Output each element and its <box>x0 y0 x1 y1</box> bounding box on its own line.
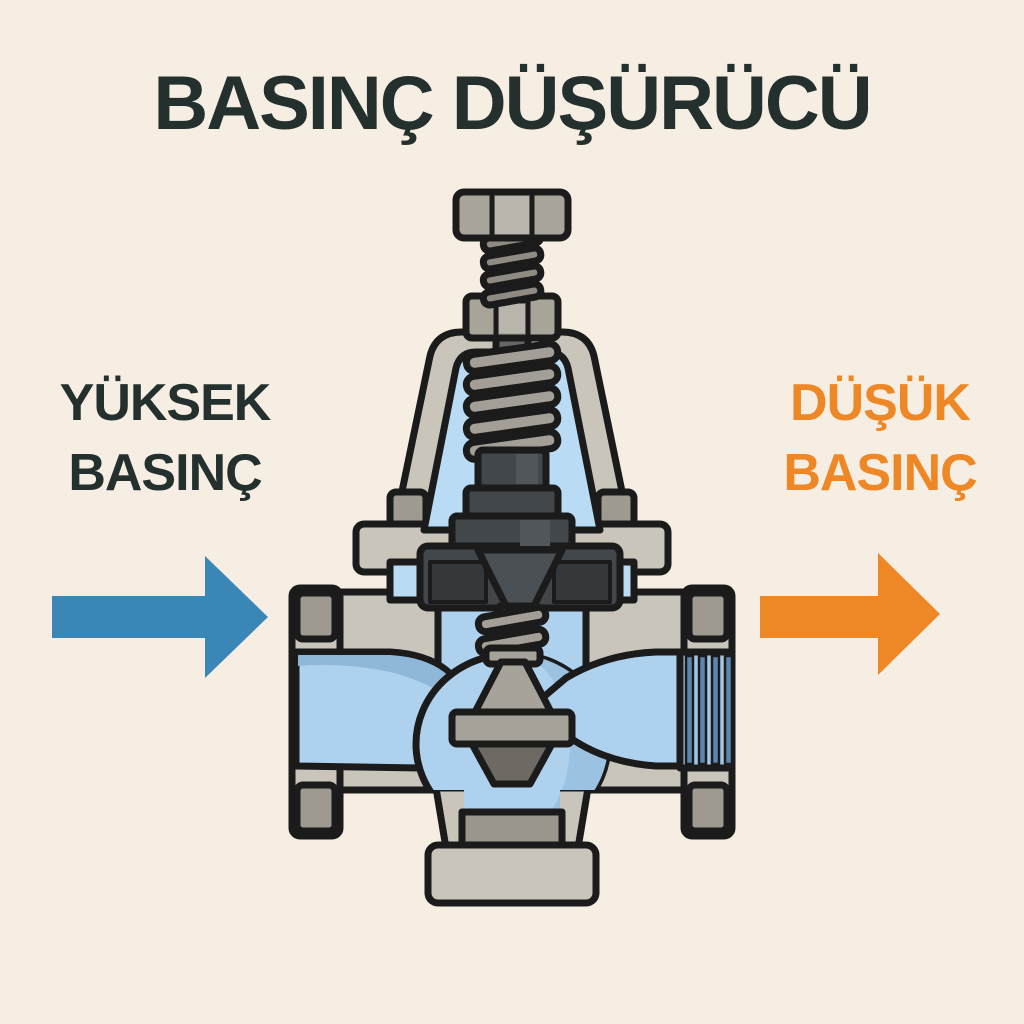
inlet-flange-block-bottom <box>293 781 339 835</box>
flow-in-arrow-icon <box>52 556 268 678</box>
outlet-flange-block-top <box>685 589 731 643</box>
outlet-flange-block-bottom <box>685 781 731 835</box>
outlet-thread-stripe <box>697 654 708 766</box>
diaphragm-wing-left <box>428 560 488 604</box>
low-pressure-label-line1: DÜŞÜK <box>790 374 971 432</box>
inlet-channel-shade <box>298 655 480 714</box>
diaphragm-wing-right <box>552 560 612 604</box>
flow-out-arrow-icon <box>760 553 940 675</box>
adjusting-bolt-group <box>452 188 572 342</box>
valve-stem-group <box>448 602 576 788</box>
outlet-thread-stripe <box>710 654 721 766</box>
inlet-flange-block-top <box>293 589 339 643</box>
valve-seat-disc <box>448 708 576 748</box>
low-pressure-label: DÜŞÜK BASINÇ <box>750 368 1010 508</box>
high-pressure-label-line2: BASINÇ <box>68 444 262 502</box>
high-pressure-label: YÜKSEK BASINÇ <box>35 368 295 508</box>
diaphragm-assembly <box>416 446 624 612</box>
high-pressure-label-line1: YÜKSEK <box>59 374 272 432</box>
outlet-thread-stripe <box>684 654 695 766</box>
pressure-spring <box>462 340 562 463</box>
page-title: BASINÇ DÜŞÜRÜCÜ <box>153 61 872 146</box>
low-pressure-label-line2: BASINÇ <box>783 444 977 502</box>
outlet-thread-stripe <box>723 654 732 766</box>
pedestal-foot <box>424 841 600 907</box>
seat-cone <box>468 740 556 788</box>
